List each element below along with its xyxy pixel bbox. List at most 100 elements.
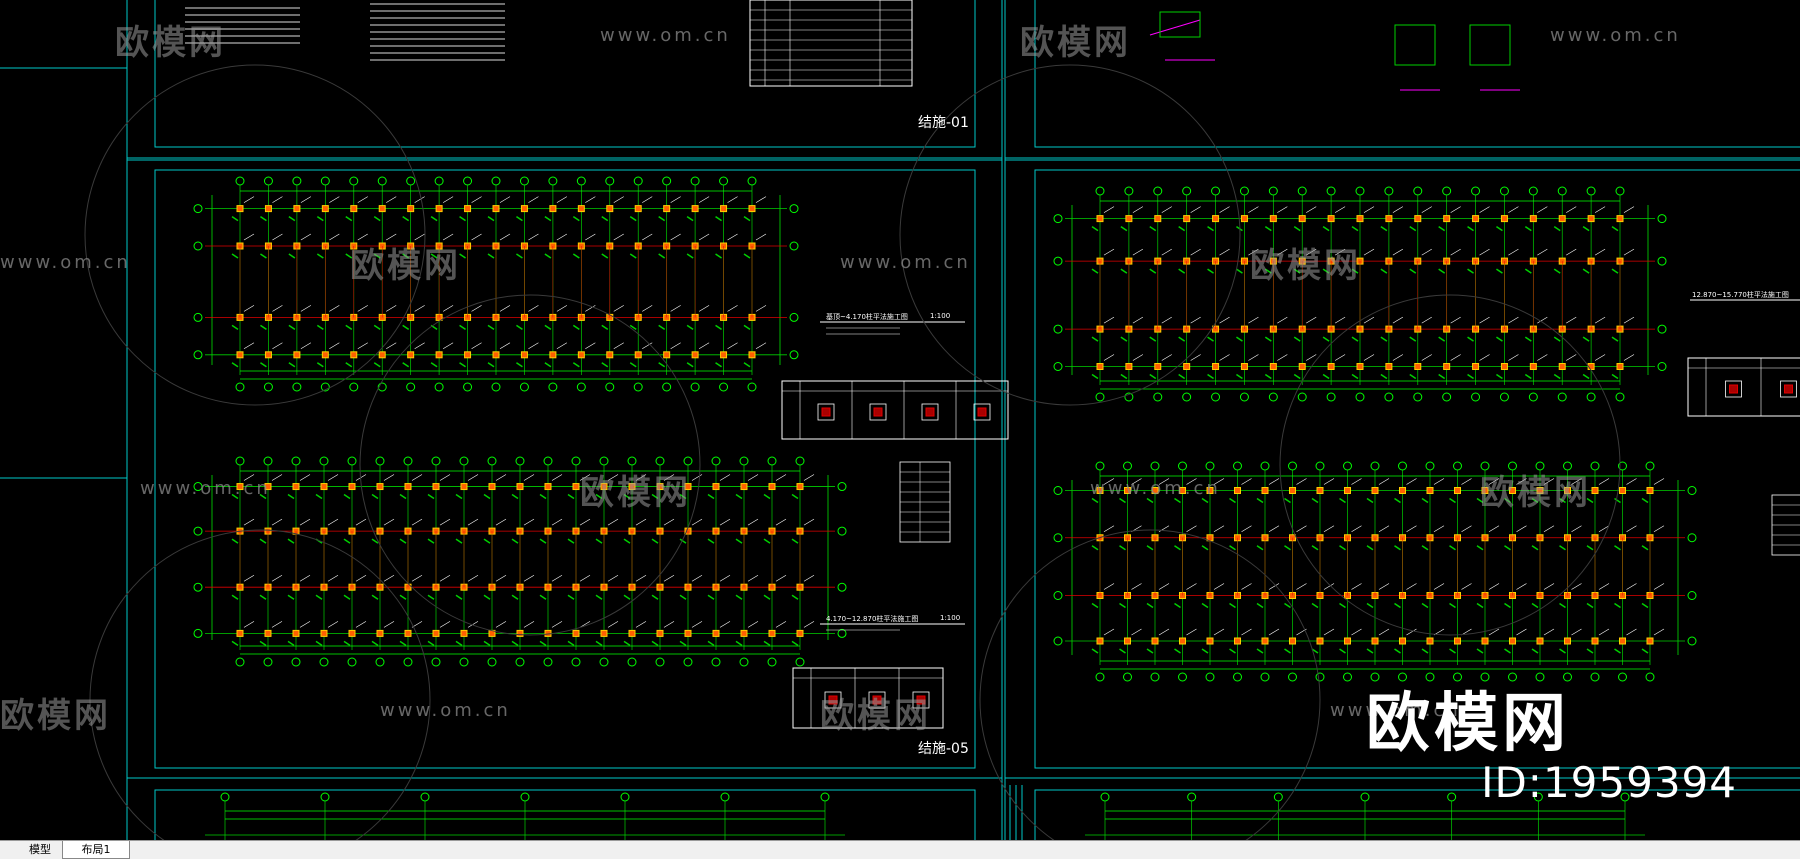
column-tag (231, 538, 239, 544)
column-tag (1531, 497, 1539, 504)
column-mark (350, 205, 358, 213)
tab-layout1[interactable]: 布局1 (62, 841, 130, 859)
column-tag (1508, 354, 1519, 361)
column-tag (791, 493, 799, 500)
axis-bubble (292, 382, 302, 392)
watermark-site: www.om.cn (1330, 700, 1461, 721)
column-tag (623, 538, 631, 544)
column-tag (1296, 583, 1307, 590)
axis-bubble (319, 657, 329, 667)
column-tag (399, 594, 407, 600)
axis-bubble (1053, 214, 1063, 224)
column-tag (1091, 497, 1099, 504)
column-tag (243, 474, 255, 481)
column-tag (483, 594, 491, 600)
column-tag (1339, 648, 1346, 654)
axis-bubble (548, 382, 558, 392)
column-tag (755, 233, 767, 241)
column-tag (1201, 648, 1209, 654)
column-mark (1564, 487, 1571, 494)
column-tag (743, 215, 751, 222)
column-tag (1132, 248, 1144, 256)
column-tag (567, 493, 575, 500)
column-tag (1488, 628, 1500, 636)
column-mark (572, 629, 580, 637)
detail-box (1159, 11, 1201, 38)
axis-bubble (1123, 461, 1132, 471)
axis-bubble (193, 526, 203, 536)
column-tag (523, 518, 535, 526)
column-tag (1626, 525, 1637, 533)
column-tag (1277, 316, 1288, 324)
column-tag (260, 362, 267, 368)
column-tag (1248, 248, 1259, 256)
column-tag (511, 640, 519, 647)
axis-bubble (263, 456, 273, 466)
column-tag (1146, 545, 1154, 551)
column-mark (684, 483, 692, 491)
column-tag (1594, 316, 1606, 324)
column-mark (264, 351, 272, 359)
column-tag (300, 233, 312, 241)
column-tag (528, 233, 539, 241)
column-tag (373, 253, 381, 259)
column-tag (399, 538, 407, 544)
column-mark (460, 483, 468, 491)
column-tag (1207, 268, 1214, 274)
watermark-big-logo: 欧模网 (1366, 687, 1570, 761)
axis-bubble (633, 382, 643, 392)
column-tag (763, 594, 771, 600)
axis-bubble (1288, 672, 1297, 682)
column-tag (1161, 248, 1172, 256)
column-tag (1537, 354, 1548, 361)
column-mark (264, 629, 272, 637)
column-detail-table (1687, 357, 1800, 417)
column-mark (320, 629, 328, 637)
axis-bubble (491, 176, 501, 186)
column-tag (613, 233, 624, 241)
column-tag (271, 621, 283, 628)
plan-scale-2: 1:100 (940, 614, 961, 622)
column-mark (1124, 637, 1131, 645)
cad-model-space[interactable]: 结施-01 结施-05 基顶~4.170柱平法施工图 1:100 4.170~1… (0, 0, 1800, 840)
column-tag (487, 324, 495, 331)
column-tag (1653, 478, 1665, 485)
column-tag (1264, 268, 1272, 274)
column-tag (601, 253, 609, 259)
axis-bubble (1453, 461, 1462, 471)
axis-bubble (655, 657, 665, 667)
column-mark (1414, 363, 1422, 370)
sheet-label-05: 结施-05 (918, 741, 969, 757)
column-tag (1213, 583, 1225, 590)
column-mark (1426, 487, 1434, 494)
column-mark (1399, 637, 1406, 645)
column-tag (1351, 525, 1362, 533)
column-mark (1558, 363, 1566, 370)
column-mark (1646, 487, 1654, 494)
column-tag (1438, 268, 1446, 274)
column-tag (747, 518, 759, 526)
column-tag (1366, 545, 1374, 551)
column-tag (1421, 316, 1432, 324)
column-tag (1461, 583, 1472, 590)
axis-bubble (1343, 672, 1352, 682)
column-mark (796, 483, 804, 491)
axis-bubble (431, 456, 441, 466)
column-tag (343, 594, 351, 600)
column-tag (735, 493, 743, 500)
column-tag (467, 621, 479, 628)
axis-bubble (1260, 672, 1270, 682)
column-mark (1183, 215, 1191, 223)
axis-bubble (739, 657, 749, 667)
column-tag (383, 518, 395, 526)
column-tag (243, 196, 255, 203)
tab-model[interactable]: 模型 (29, 843, 51, 856)
column-tag (1284, 497, 1291, 504)
column-tag (467, 518, 479, 526)
column-tag (260, 253, 267, 259)
axis-bubble (1123, 672, 1132, 682)
column-tag (651, 640, 659, 647)
column-tag (516, 253, 523, 259)
column-tag (803, 621, 815, 628)
column-tag (1626, 478, 1637, 485)
